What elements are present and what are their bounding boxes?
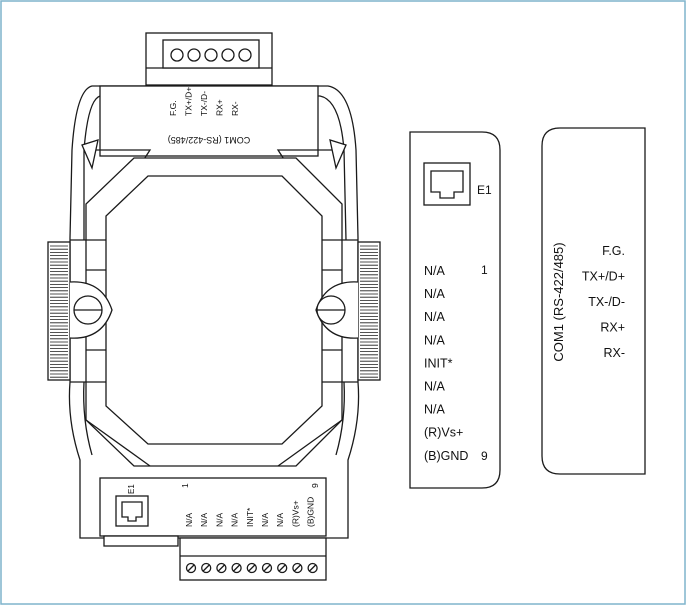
- right-grip: [357, 241, 381, 381]
- device-top-pin-label: F.G.: [168, 100, 178, 116]
- panel-rj45-jack: [423, 162, 471, 206]
- device-top-pin-label: TX-/D-: [199, 91, 209, 116]
- device-bottom-pin-label: N/A: [275, 513, 285, 528]
- device-com1-label: COM1 (RS-422/485): [168, 135, 251, 145]
- device-bottom-pin-label: N/A: [214, 513, 224, 528]
- device-e1-label: E1: [127, 484, 136, 494]
- right-panel-pin-label: RX+: [600, 321, 625, 335]
- right-panel-pin-label: F.G.: [602, 244, 625, 258]
- right-panel-pin-label: TX-/D-: [588, 295, 625, 309]
- device-bottom-pin-label: INIT*: [245, 507, 255, 527]
- left-panel-pin-list: N/A N/A N/A N/A INIT* N/A N/A (R)Vs+ (B)GND: [424, 264, 468, 463]
- device-bottom-pin-labels: N/A N/A N/A N/A INIT* N/A N/A (R)Vs+ (B)GND: [184, 497, 316, 527]
- left-panel: [409, 131, 501, 489]
- device-top-pin-label: TX+/D+: [184, 87, 194, 116]
- device-module: [47, 32, 381, 581]
- device-top-pin-label: RX-: [230, 101, 240, 116]
- device-bottom-pin-label: (B)GND: [306, 497, 316, 527]
- left-panel-pin-label: N/A: [424, 310, 446, 324]
- right-panel-pin-label: RX-: [603, 346, 625, 360]
- left-panel-pin-label: N/A: [424, 333, 446, 347]
- right-panel-pin-list: F.G. TX+/D+ TX-/D- RX+ RX-: [582, 244, 625, 360]
- left-panel-pin-label: N/A: [424, 287, 446, 301]
- left-grip: [47, 241, 71, 381]
- left-panel-pin-label: INIT*: [424, 356, 453, 370]
- device-pin-last: 9: [310, 483, 320, 488]
- right-panel-pin-label: TX+/D+: [582, 270, 625, 284]
- device-bottom-pin-label: N/A: [199, 513, 209, 528]
- right-panel: [541, 127, 646, 475]
- octagon-window-inner: [105, 175, 323, 445]
- left-panel-pin-label: (R)Vs+: [424, 426, 463, 440]
- device-top-pin-label: RX+: [215, 99, 225, 116]
- panel-com1-label: COM1 (RS-422/485): [551, 242, 566, 361]
- device-top-pin-labels: F.G. TX+/D+ TX-/D- RX+ RX-: [168, 87, 240, 116]
- top-terminal-screws: [170, 48, 252, 62]
- device-bottom-pin-label: N/A: [260, 513, 270, 528]
- device-bottom-pin-label: N/A: [230, 513, 240, 528]
- left-panel-pin-label: (B)GND: [424, 449, 468, 463]
- device-pin-first: 1: [180, 483, 190, 488]
- device-bottom-pin-label: N/A: [184, 513, 194, 528]
- top-label-plate: [99, 85, 319, 157]
- left-panel-pin-label: N/A: [424, 403, 446, 417]
- panel-e1-label: E1: [477, 183, 492, 197]
- left-panel-pin-label: N/A: [424, 264, 446, 278]
- bottom-terminal-block: [179, 537, 327, 581]
- panel-pin-first: 1: [481, 263, 488, 277]
- device-bottom-pin-label: (R)Vs+: [290, 500, 300, 527]
- panel-pin-last: 9: [481, 449, 488, 463]
- left-panel-pin-label: N/A: [424, 380, 446, 394]
